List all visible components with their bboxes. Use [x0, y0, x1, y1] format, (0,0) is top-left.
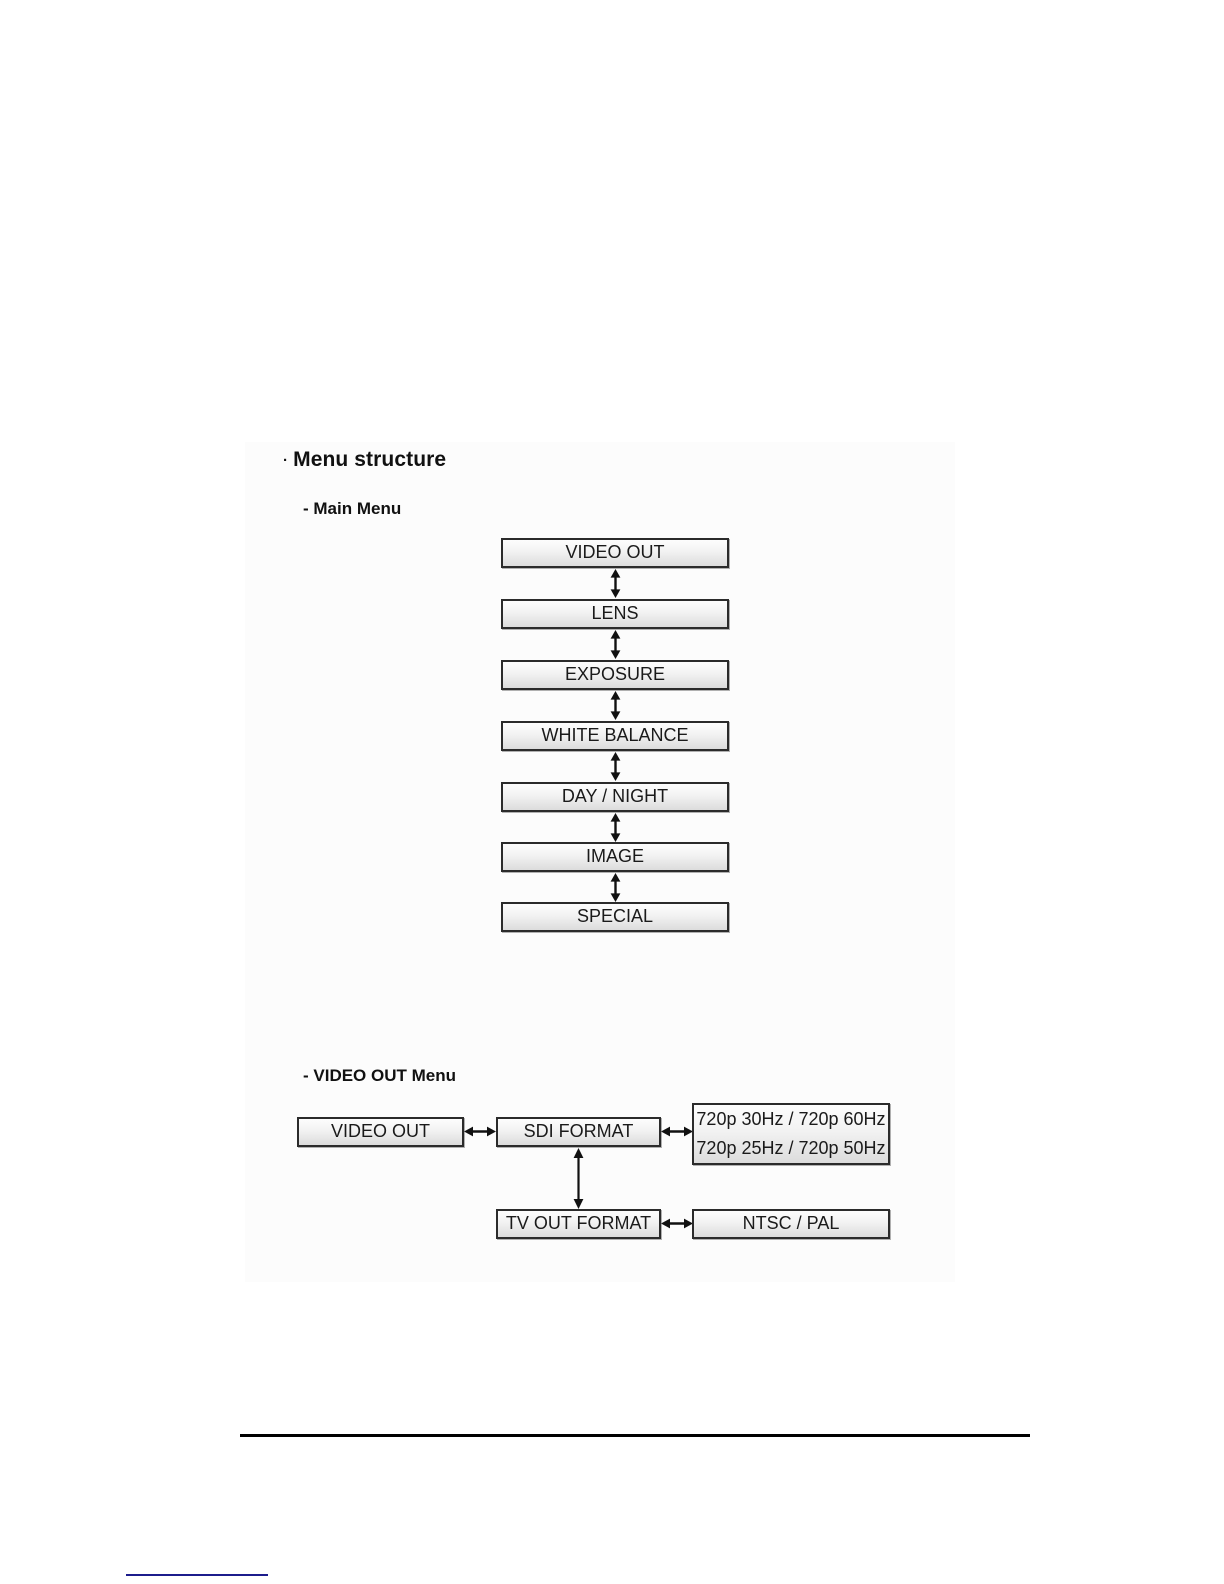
sdi-format-option-line-2: 720p 25Hz / 720p 50Hz [696, 1137, 886, 1158]
node-sdi-format[interactable]: SDI FORMAT [496, 1117, 661, 1147]
node-image[interactable]: IMAGE [501, 842, 729, 872]
bullet-icon: · [283, 451, 289, 469]
arrow-exposure-white-balance [608, 691, 623, 720]
node-tv-out-format[interactable]: TV OUT FORMAT [496, 1209, 661, 1239]
arrow-sdi-format-tv-out-format [571, 1148, 586, 1209]
arrow-day-night-image [608, 813, 623, 842]
node-sdi-format-options[interactable]: 720p 30Hz / 720p 60Hz 720p 25Hz / 720p 5… [692, 1103, 890, 1165]
arrow-white-balance-day-night [608, 752, 623, 781]
sdi-format-option-line-1: 720p 30Hz / 720p 60Hz [696, 1109, 886, 1130]
section-heading-main-menu: - Main Menu [303, 499, 402, 518]
page-title: ·Menu structure [283, 448, 446, 472]
node-video-out-root[interactable]: VIDEO OUT [297, 1117, 464, 1147]
corner-mark [126, 1574, 268, 1576]
node-special[interactable]: SPECIAL [501, 902, 729, 932]
section-heading-video-out-menu: - VIDEO OUT Menu [303, 1066, 456, 1085]
node-lens[interactable]: LENS [501, 599, 729, 629]
page-title-text: Menu structure [293, 448, 447, 471]
arrow-video-out-lens [608, 569, 623, 598]
arrow-tv-out-format-options [661, 1216, 693, 1231]
node-day-night[interactable]: DAY / NIGHT [501, 782, 729, 812]
node-video-out[interactable]: VIDEO OUT [501, 538, 729, 568]
arrow-sdi-format-options [661, 1124, 693, 1139]
node-exposure[interactable]: EXPOSURE [501, 660, 729, 690]
node-tv-out-format-options[interactable]: NTSC / PAL [692, 1209, 890, 1239]
arrow-lens-exposure [608, 630, 623, 659]
arrow-video-out-sdi-format [464, 1124, 496, 1139]
footer-divider [240, 1434, 1030, 1437]
node-white-balance[interactable]: WHITE BALANCE [501, 721, 729, 751]
arrow-image-special [608, 873, 623, 902]
